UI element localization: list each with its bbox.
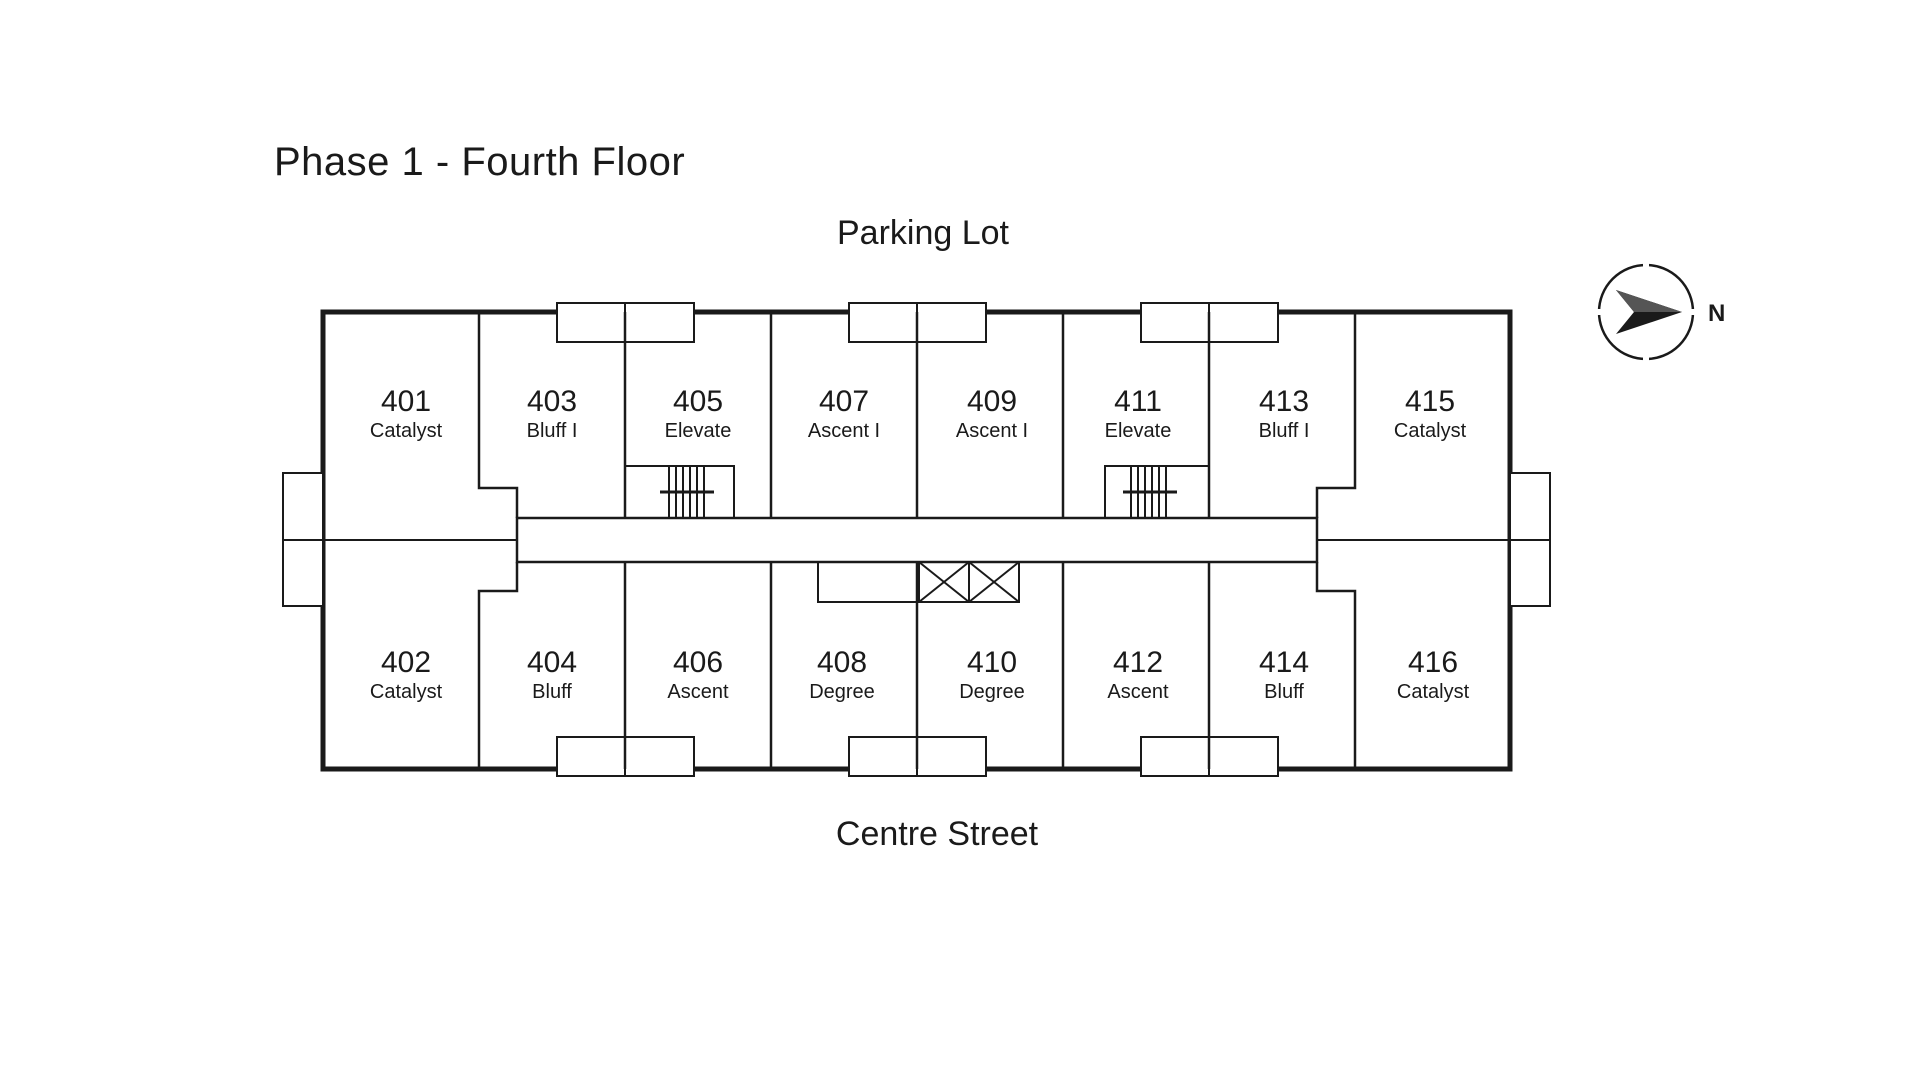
unit-number: 401 <box>381 385 431 418</box>
unit-type: Bluff I <box>527 420 578 442</box>
unit-number: 414 <box>1259 646 1309 679</box>
unit-number: 407 <box>819 385 869 418</box>
unit-type: Degree <box>959 681 1025 703</box>
unit-type: Elevate <box>665 420 732 442</box>
unit-walls <box>477 312 1357 769</box>
unit-type: Bluff <box>532 681 572 703</box>
unit-number: 413 <box>1259 385 1309 418</box>
stairs-right <box>1104 465 1209 518</box>
unit-type: Ascent <box>667 681 729 703</box>
north-street-label: Parking Lot <box>837 214 1009 252</box>
unit-type: Ascent I <box>956 420 1028 442</box>
south-street-label: Centre Street <box>835 815 1039 853</box>
unit-number: 402 <box>381 646 431 679</box>
unit-type: Catalyst <box>1397 681 1470 703</box>
unit-type: Bluff <box>1264 681 1304 703</box>
balconies-bottom <box>556 736 1279 777</box>
elevator-core <box>817 561 1020 603</box>
north-label: N <box>1708 300 1725 327</box>
corridor <box>515 516 1319 564</box>
stairs-left <box>625 465 735 518</box>
unit-type: Degree <box>809 681 875 703</box>
page-title: Phase 1 - Fourth Floor <box>274 140 686 184</box>
unit-type: Catalyst <box>370 420 443 442</box>
unit-number: 412 <box>1113 646 1163 679</box>
unit-type: Catalyst <box>1394 420 1467 442</box>
unit-number: 411 <box>1114 385 1162 418</box>
unit-number: 404 <box>527 646 577 679</box>
unit-number: 403 <box>527 385 577 418</box>
unit-number: 415 <box>1405 385 1455 418</box>
unit-number: 416 <box>1408 646 1458 679</box>
unit-type: Ascent I <box>808 420 880 442</box>
balconies-ends <box>282 472 1551 607</box>
unit-number: 410 <box>967 646 1017 679</box>
unit-number: 409 <box>967 385 1017 418</box>
unit-type: Bluff I <box>1259 420 1310 442</box>
unit-number: 408 <box>817 646 867 679</box>
unit-number: 406 <box>673 646 723 679</box>
unit-type: Catalyst <box>370 681 443 703</box>
north-arrow-icon: N <box>1594 260 1725 364</box>
unit-number: 405 <box>673 385 723 418</box>
unit-type: Elevate <box>1105 420 1172 442</box>
unit-type: Ascent <box>1107 681 1169 703</box>
